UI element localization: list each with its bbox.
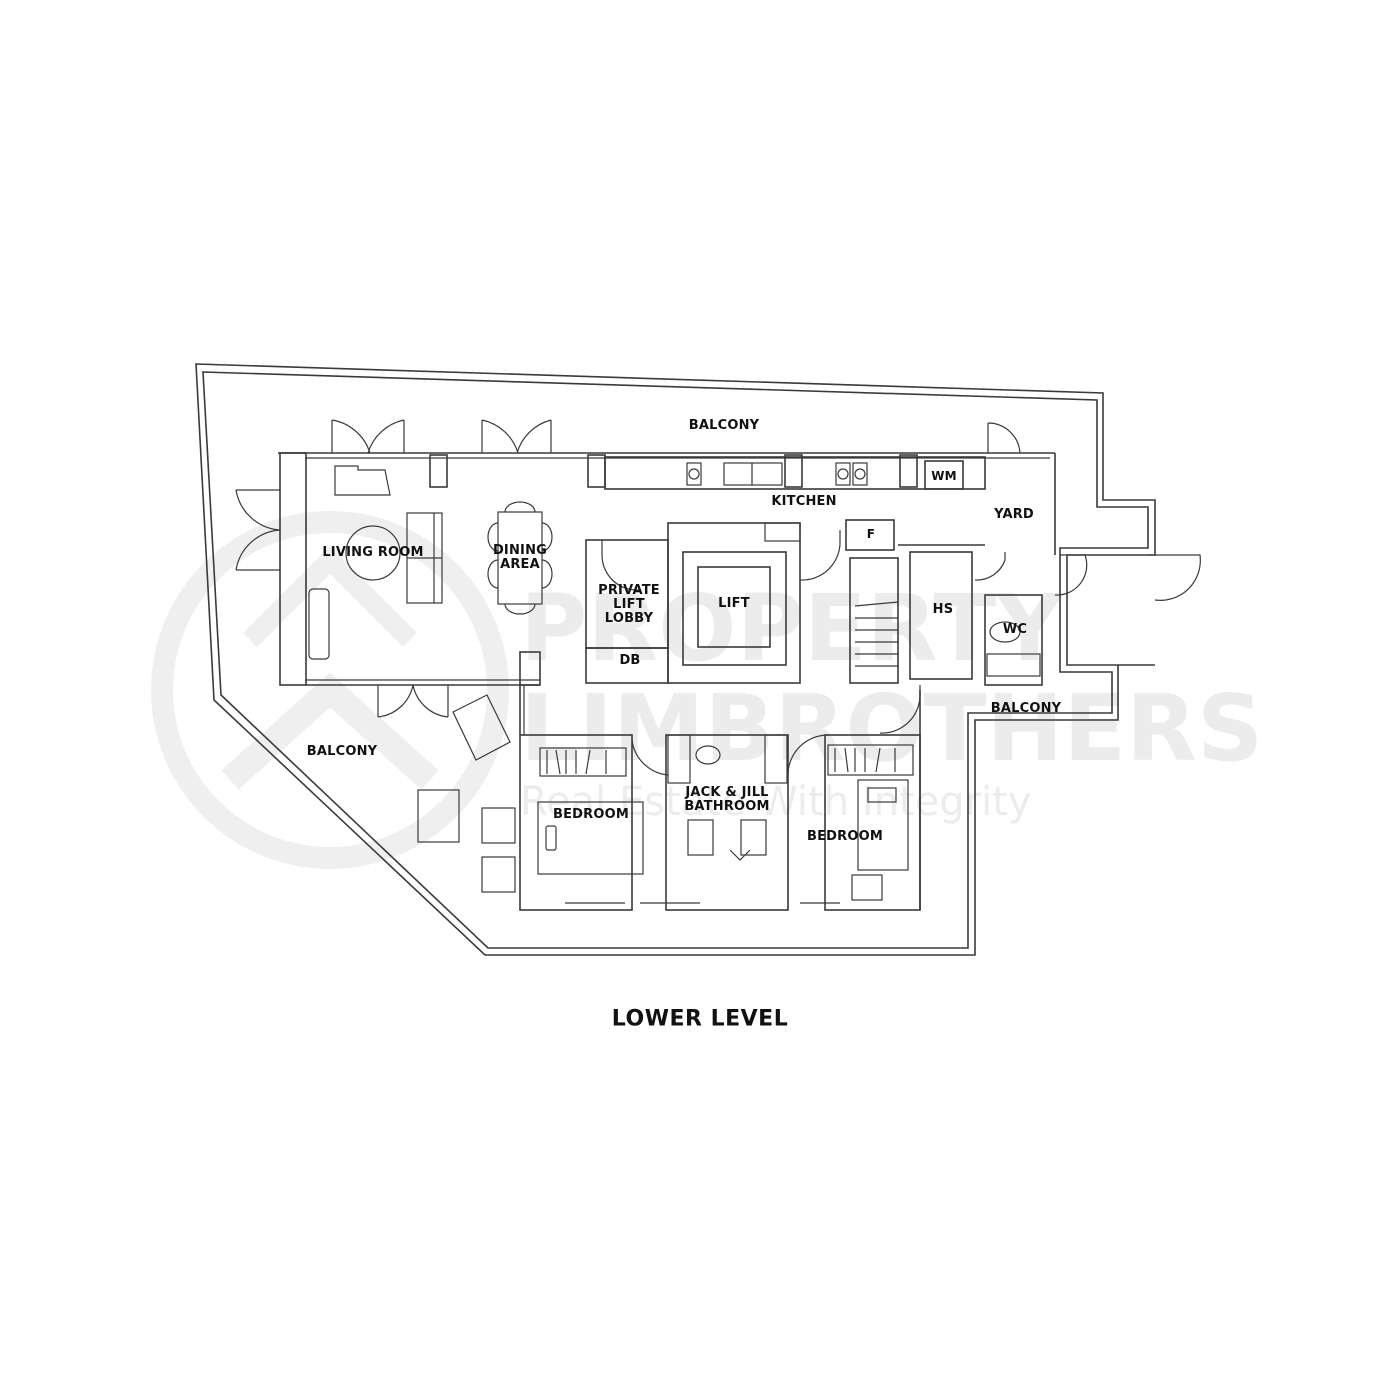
- label-private-lift-lobby-line1: PRIVATE: [598, 583, 660, 598]
- label-kitchen: KITCHEN: [771, 494, 837, 509]
- label-lift: LIFT: [718, 596, 750, 611]
- label-bedroom-2: BEDROOM: [806, 829, 884, 844]
- label-wm: WM: [931, 469, 957, 483]
- label-hs: HS: [932, 602, 954, 617]
- label-jack-jill-line1: JACK & JILL: [685, 785, 769, 800]
- label-fridge: F: [866, 527, 876, 541]
- label-yard: YARD: [994, 507, 1034, 522]
- label-balcony-right: BALCONY: [990, 701, 1062, 716]
- plan-title: LOWER LEVEL: [611, 1006, 789, 1032]
- label-wc: WC: [1002, 622, 1028, 637]
- label-dining-area-line1: DINING: [492, 543, 548, 558]
- label-private-lift-lobby-line2: LIFT: [613, 597, 645, 612]
- label-jack-jill-line2: BATHROOM: [684, 799, 770, 814]
- outer-boundary: [195, 363, 1156, 956]
- watermark-brand-line1: PROPERTY: [520, 575, 1064, 682]
- watermark: PROPERTY LIMBROTHERS Real Estate With In…: [151, 511, 1263, 869]
- label-db: DB: [619, 653, 641, 668]
- label-dining-area-line2: AREA: [500, 557, 540, 572]
- label-balcony-left: BALCONY: [306, 744, 378, 759]
- label-balcony-top: BALCONY: [688, 418, 760, 433]
- interior-walls: [235, 419, 1201, 911]
- label-bedroom-1: BEDROOM: [552, 807, 630, 822]
- label-living-room: LIVING ROOM: [322, 545, 424, 560]
- label-private-lift-lobby-line3: LOBBY: [604, 611, 654, 626]
